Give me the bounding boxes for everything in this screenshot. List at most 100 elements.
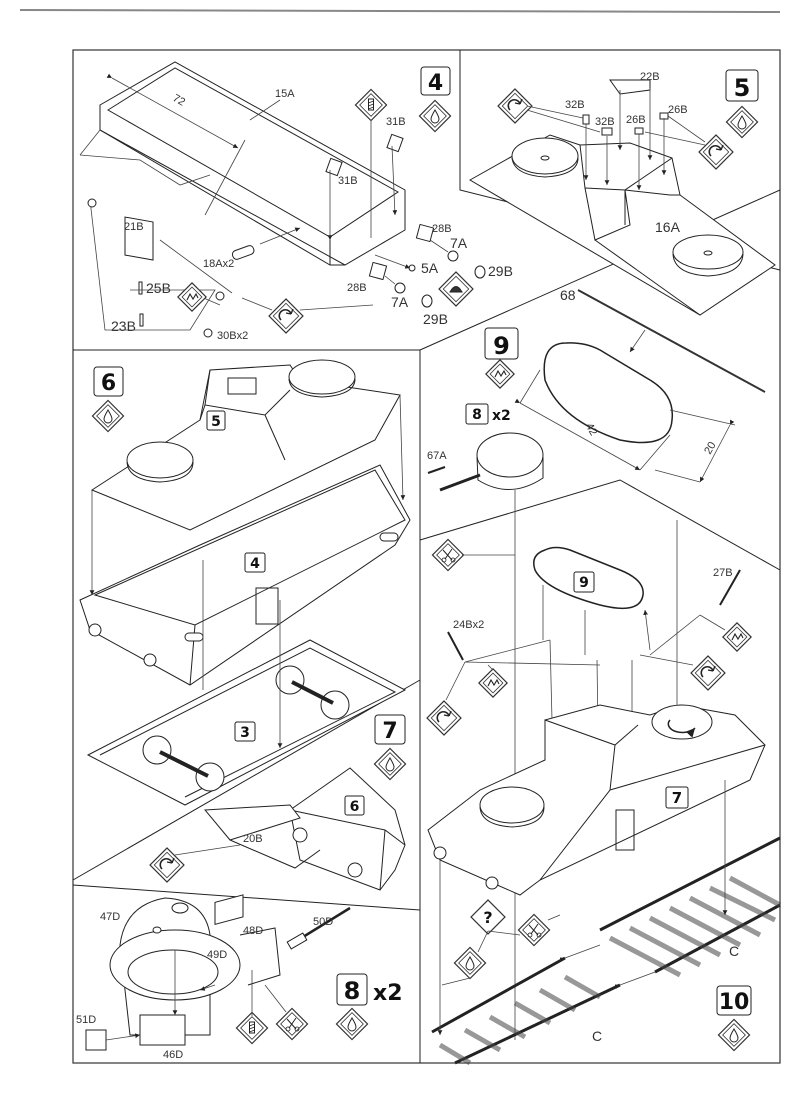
- step-8-number: 8: [344, 977, 361, 1005]
- step-5-badge: [725, 69, 759, 102]
- glue-icon: [717, 1018, 751, 1052]
- part-label-26B-2: 26B: [668, 104, 688, 116]
- part-label-15A: 15A: [275, 88, 295, 100]
- callout-5: 5: [211, 414, 221, 430]
- dimension-72: 72: [171, 92, 188, 109]
- glue-icon: [91, 399, 125, 433]
- scan-edge: [19, 9, 781, 13]
- callout-7: 7: [672, 789, 682, 807]
- step-7-number: 7: [382, 719, 397, 744]
- part-label-31B-1: 31B: [338, 175, 358, 187]
- step-6-panel: 5 4 3 6: [79, 359, 411, 806]
- rotate-icon: [690, 655, 726, 691]
- step-4-panel: 72 15A 21B 25B 23B 30Bx2 18Ax2 31B 31B: [79, 61, 513, 342]
- callout-4-badge: [244, 552, 266, 573]
- part-label-24Bx2: 24Bx2: [453, 619, 484, 631]
- part-label-32B-1: 32B: [565, 99, 585, 111]
- callout-4: 4: [250, 556, 260, 572]
- bend-icon: [177, 282, 207, 312]
- drill-icon: [354, 88, 388, 122]
- rail-label-c-upper: C: [729, 943, 739, 959]
- part-label-50D: 50D: [313, 916, 333, 928]
- step-7-panel: 20B 6 7: [149, 714, 407, 891]
- step-5-number: 5: [734, 74, 751, 102]
- question-mark: ?: [483, 908, 492, 927]
- dimension-42: 42: [583, 421, 600, 438]
- part-label-49D: 49D: [207, 949, 227, 961]
- wire-part-68: [577, 289, 766, 393]
- part-label-31B-2: 31B: [386, 116, 406, 128]
- glue-icon: [335, 1007, 369, 1041]
- dimension-20: 20: [702, 440, 719, 457]
- part-label-29B-2: 29B: [423, 311, 448, 327]
- callout-7-badge: [665, 786, 689, 809]
- part-label-7A-2: 7A: [391, 294, 409, 310]
- part-label-48D: 48D: [243, 925, 263, 937]
- part-label-16A: 16A: [655, 219, 681, 235]
- question-icon: ?: [470, 899, 506, 935]
- part-label-51D: 51D: [76, 1014, 96, 1026]
- part-label-32B-2: 32B: [595, 116, 615, 128]
- part-label-27B: 27B: [713, 567, 733, 579]
- bend-icon: [478, 668, 508, 698]
- rail-track-upper: [599, 836, 782, 978]
- step-7-badge: [374, 714, 406, 745]
- part-label-67A: 67A: [427, 450, 447, 462]
- rotate-icon: [268, 298, 304, 334]
- step-8-panel: 47D 49D 48D 50D 51D 46D 8 x2: [76, 894, 403, 1061]
- callout-9: 9: [579, 575, 589, 591]
- rotate-icon: [426, 700, 462, 736]
- callout-8-badge: [465, 403, 489, 425]
- callout-9-badge: [573, 571, 595, 593]
- wire-loop-9: [543, 342, 674, 444]
- step-9-badge: [484, 327, 519, 360]
- step-6-badge: [93, 366, 124, 397]
- part-label-7A-1: 7A: [450, 235, 468, 251]
- cut-icon: [517, 913, 551, 947]
- part-label-29B-1: 29B: [488, 263, 513, 279]
- step-8-badge: [336, 973, 368, 1006]
- rotate-icon: [497, 88, 533, 124]
- callout-3: 3: [240, 725, 250, 741]
- step-10-panel: 8 x2 67A 9 27B 24Bx2: [426, 403, 782, 1066]
- part-label-21B: 21B: [124, 221, 144, 233]
- glue-icon: [453, 946, 487, 980]
- glue-icon: [373, 747, 407, 781]
- rotate-icon: [698, 134, 734, 170]
- step-6-number: 6: [101, 371, 116, 396]
- part-label-18Ax2: 18Ax2: [203, 258, 234, 270]
- callout-8-multiplier: x2: [492, 408, 511, 424]
- drill-icon: [235, 1011, 269, 1045]
- callout-8: 8: [472, 407, 482, 423]
- file-icon: [438, 271, 474, 307]
- step-4-badge: [420, 66, 451, 96]
- callout-6: 6: [350, 799, 360, 815]
- step-8-multiplier: x2: [373, 981, 403, 1006]
- part-label-23B: 23B: [111, 318, 136, 334]
- glue-icon: [725, 105, 759, 139]
- step-9-number: 9: [493, 332, 510, 360]
- part-label-22B: 22B: [640, 71, 660, 83]
- step-5-panel: 16A 22B 32B 32B 26B 26B 5: [468, 69, 776, 316]
- step-10-number: 10: [719, 990, 750, 1015]
- part-label-46D: 46D: [163, 1049, 183, 1061]
- rotate-icon: [149, 847, 185, 883]
- part-label-30Bx2: 30Bx2: [217, 330, 248, 342]
- step-10-badge: [716, 985, 752, 1016]
- bend-icon: [485, 359, 515, 389]
- callout-6-badge: [344, 795, 365, 816]
- cut-icon: [431, 538, 465, 572]
- part-label-28B-2: 28B: [347, 282, 367, 294]
- cut-icon: [275, 1007, 309, 1041]
- step-9-panel: 68 42 20 9: [484, 287, 766, 483]
- step-4-number: 4: [428, 71, 443, 96]
- part-label-20B: 20B: [243, 833, 263, 845]
- part-label-68: 68: [560, 287, 576, 303]
- part-label-28B-1: 28B: [432, 223, 452, 235]
- part-label-25B: 25B: [146, 280, 171, 296]
- part-label-47D: 47D: [100, 911, 120, 923]
- part-label-26B-1: 26B: [626, 114, 646, 126]
- bend-icon: [722, 622, 752, 652]
- part-label-5A: 5A: [421, 260, 439, 276]
